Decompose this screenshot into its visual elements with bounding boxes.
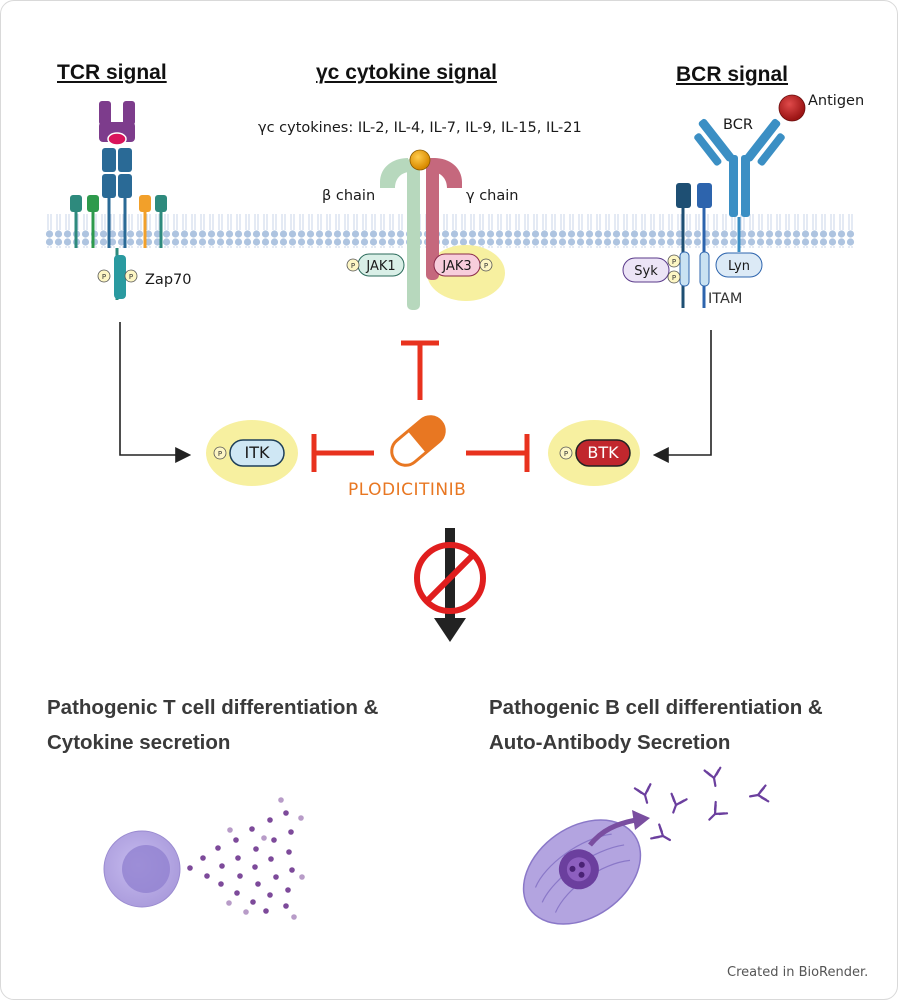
svg-text:P: P	[672, 258, 676, 266]
bcr-signal-heading: BCR signal	[676, 63, 789, 86]
inhibit-btk-bar	[466, 434, 530, 472]
antibody-icons	[633, 766, 770, 842]
plasma-b-cell-icon	[522, 819, 642, 925]
bcr-to-btk-arrow	[652, 330, 712, 463]
cytokine-receptor	[357, 149, 505, 310]
tcr-complex	[70, 101, 167, 300]
syk-label: Syk	[634, 264, 658, 279]
jak3-label: JAK3	[441, 259, 471, 274]
svg-text:P: P	[672, 274, 676, 282]
beta-chain-label: β chain	[322, 188, 376, 204]
bcr-labels: Lyn Syk P P	[634, 254, 750, 284]
svg-text:P: P	[129, 273, 133, 281]
prohibition-icon	[414, 542, 486, 614]
svg-text:P: P	[351, 262, 355, 270]
svg-text:P: P	[564, 450, 568, 458]
secretion-arrow	[588, 810, 650, 847]
drug-name-label: PLODICITINIB	[348, 480, 467, 500]
t-cell-icon	[103, 830, 181, 908]
svg-text:P: P	[218, 450, 222, 458]
t-cell-outcome-line1: Pathogenic T cell differentiation &	[47, 696, 379, 719]
tcr-to-itk-arrow	[119, 322, 192, 463]
zap70-phospho: P P	[97, 269, 138, 283]
b-cell-outcome-line2: Auto-Antibody Secretion	[489, 731, 731, 754]
jak1-label: JAK1	[365, 259, 395, 274]
cytokine-particles	[187, 797, 305, 920]
itk-node: ITK P	[206, 420, 298, 486]
svg-text:P: P	[484, 262, 488, 270]
itam-label: ITAM	[708, 291, 743, 307]
btk-label: BTK	[587, 443, 619, 462]
biorender-credit: Created in BioRender.	[727, 965, 869, 980]
cell-membrane	[44, 214, 856, 248]
btk-node: BTK P	[548, 420, 640, 486]
bcr-complex	[622, 94, 806, 308]
t-cell-outcome-heading: Pathogenic T cell differentiation & Cyto…	[47, 690, 378, 760]
capsule-icon	[390, 415, 446, 467]
t-cell-outcome-line2: Cytokine secretion	[47, 731, 231, 754]
bcr-label: BCR	[723, 117, 753, 133]
antigen-label: Antigen	[808, 93, 865, 109]
zap70-label: Zap70	[145, 272, 192, 288]
cytokine-signal-heading: γc cytokine signal	[316, 61, 497, 84]
cytokines-list-label: γc cytokines: IL-2, IL-4, IL-7, IL-9, IL…	[258, 120, 582, 136]
gamma-chain-label: γ chain	[466, 188, 519, 204]
inhibit-itk-bar	[311, 434, 374, 472]
tcr-signal-heading: TCR signal	[57, 61, 167, 84]
inhibit-jak-bar	[401, 340, 439, 400]
lyn-label: Lyn	[728, 259, 750, 274]
b-cell-outcome-line1: Pathogenic B cell differentiation &	[489, 696, 823, 719]
svg-text:P: P	[102, 273, 106, 281]
jak-labels: JAK1 JAK3 P P	[346, 258, 493, 274]
itk-label: ITK	[245, 443, 270, 462]
b-cell-outcome-heading: Pathogenic B cell differentiation & Auto…	[489, 690, 823, 760]
